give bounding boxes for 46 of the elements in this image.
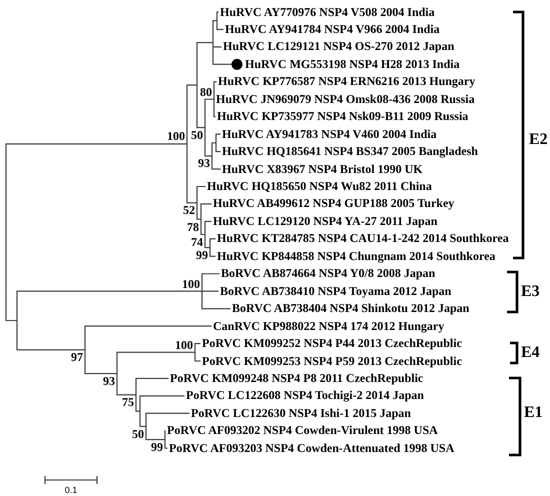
taxon-label: HuRVC LC129120 NSP4 YA-27 2011 Japan: [213, 214, 438, 229]
bootstrap-value: 100: [182, 278, 200, 290]
bootstrap-value: 50: [191, 129, 203, 142]
clade-label: E3: [521, 283, 540, 301]
taxon-label: HuRVC AY770976 NSP4 V508 2004 India: [220, 4, 435, 20]
taxon-label: PoRVC AF093203 NSP4 Cowden-Attenuated 1998 USA: [169, 440, 454, 456]
taxon-label: HuRVC KP735977 NSP4 Nsk09-B11 2009 Russia: [217, 109, 468, 124]
bootstrap-value: 97: [71, 351, 83, 364]
taxon-label: BoRVC AB874664 NSP4 Y0/8 2008 Japan: [221, 266, 436, 282]
taxon-label: HuRVC JN969079 NSP4 Omsk08-436 2008 Russia: [216, 92, 475, 107]
bootstrap-value: 93: [198, 157, 210, 170]
clade-label: E2: [529, 131, 548, 149]
taxon-label: BoRVC AB738410 NSP4 Toyama 2012 Japan: [220, 284, 452, 299]
taxon-label: HuRVC AB499612 NSP4 GUP188 2005 Turkey: [213, 196, 454, 212]
bootstrap-value: 100: [167, 130, 185, 142]
bootstrap-value: 99: [196, 249, 208, 262]
taxon-label: HuRVC KT284785 NSP4 CAU14-1-242 2014 Southkorea: [217, 231, 509, 246]
bootstrap-value: 100: [175, 338, 193, 351]
taxon-label: HuRVC KP776587 NSP4 ERN6216 2013 Hungary: [218, 74, 476, 90]
taxon-label: PoRVC AF093202 NSP4 Cowden-Virulent 1998 USA: [167, 423, 438, 438]
taxon-label: PoRVC LC122630 NSP4 Ishi-1 2015 Japan: [191, 406, 411, 421]
taxon-label: PoRVC KM099252 NSP4 P44 2013 CzechRepublic: [202, 336, 462, 352]
bootstrap-value: 93: [103, 375, 115, 388]
bootstrap-value: 52: [183, 204, 195, 216]
taxon-label: HuRVC AY941783 NSP4 V460 2004 India: [222, 126, 437, 142]
taxon-label: HuRVC MG553198 NSP4 H28 2013 India: [245, 56, 460, 72]
bootstrap-value: 74: [191, 236, 203, 248]
taxon-label: HuRVC X83967 NSP4 Bristol 1990 UK: [222, 162, 423, 177]
taxon-label: HuRVC KP844858 NSP4 Chungnam 2014 Southkorea: [217, 248, 496, 264]
taxon-label: HuRVC HQ185650 NSP4 Wu82 2011 China: [207, 179, 432, 194]
taxon-label: HuRVC AY941784 NSP4 V966 2004 India: [225, 22, 440, 37]
taxon-label: HuRVC HQ185641 NSP4 BS347 2005 Bangladesh: [222, 144, 478, 160]
taxon-label: PoRVC KM099248 NSP4 P8 2011 CzechRepublic: [170, 370, 424, 386]
scale-label: 0.1: [64, 485, 78, 495]
taxon-label: BoRVC AB738404 NSP4 Shinkotu 2012 Japan: [232, 301, 470, 316]
bootstrap-value: 80: [200, 86, 212, 98]
taxon-label: HuRVC LC129121 NSP4 OS-270 2012 Japan: [223, 39, 454, 54]
bootstrap-value: 75: [122, 396, 134, 408]
bootstrap-value: 78: [187, 220, 199, 233]
bootstrap-value: 50: [132, 428, 144, 440]
clade-label: E4: [521, 344, 540, 362]
clade-label: E1: [524, 404, 543, 422]
bootstrap-value: 99: [151, 441, 163, 454]
taxon-label: PoRVC KM099253 NSP4 P59 2013 CzechRepublic: [202, 354, 462, 368]
taxon-label: CanRVC KP988022 NSP4 174 2012 Hungary: [213, 318, 444, 334]
taxon-label: PoRVC LC122608 NSP4 Tochigi-2 2014 Japan: [186, 388, 424, 404]
